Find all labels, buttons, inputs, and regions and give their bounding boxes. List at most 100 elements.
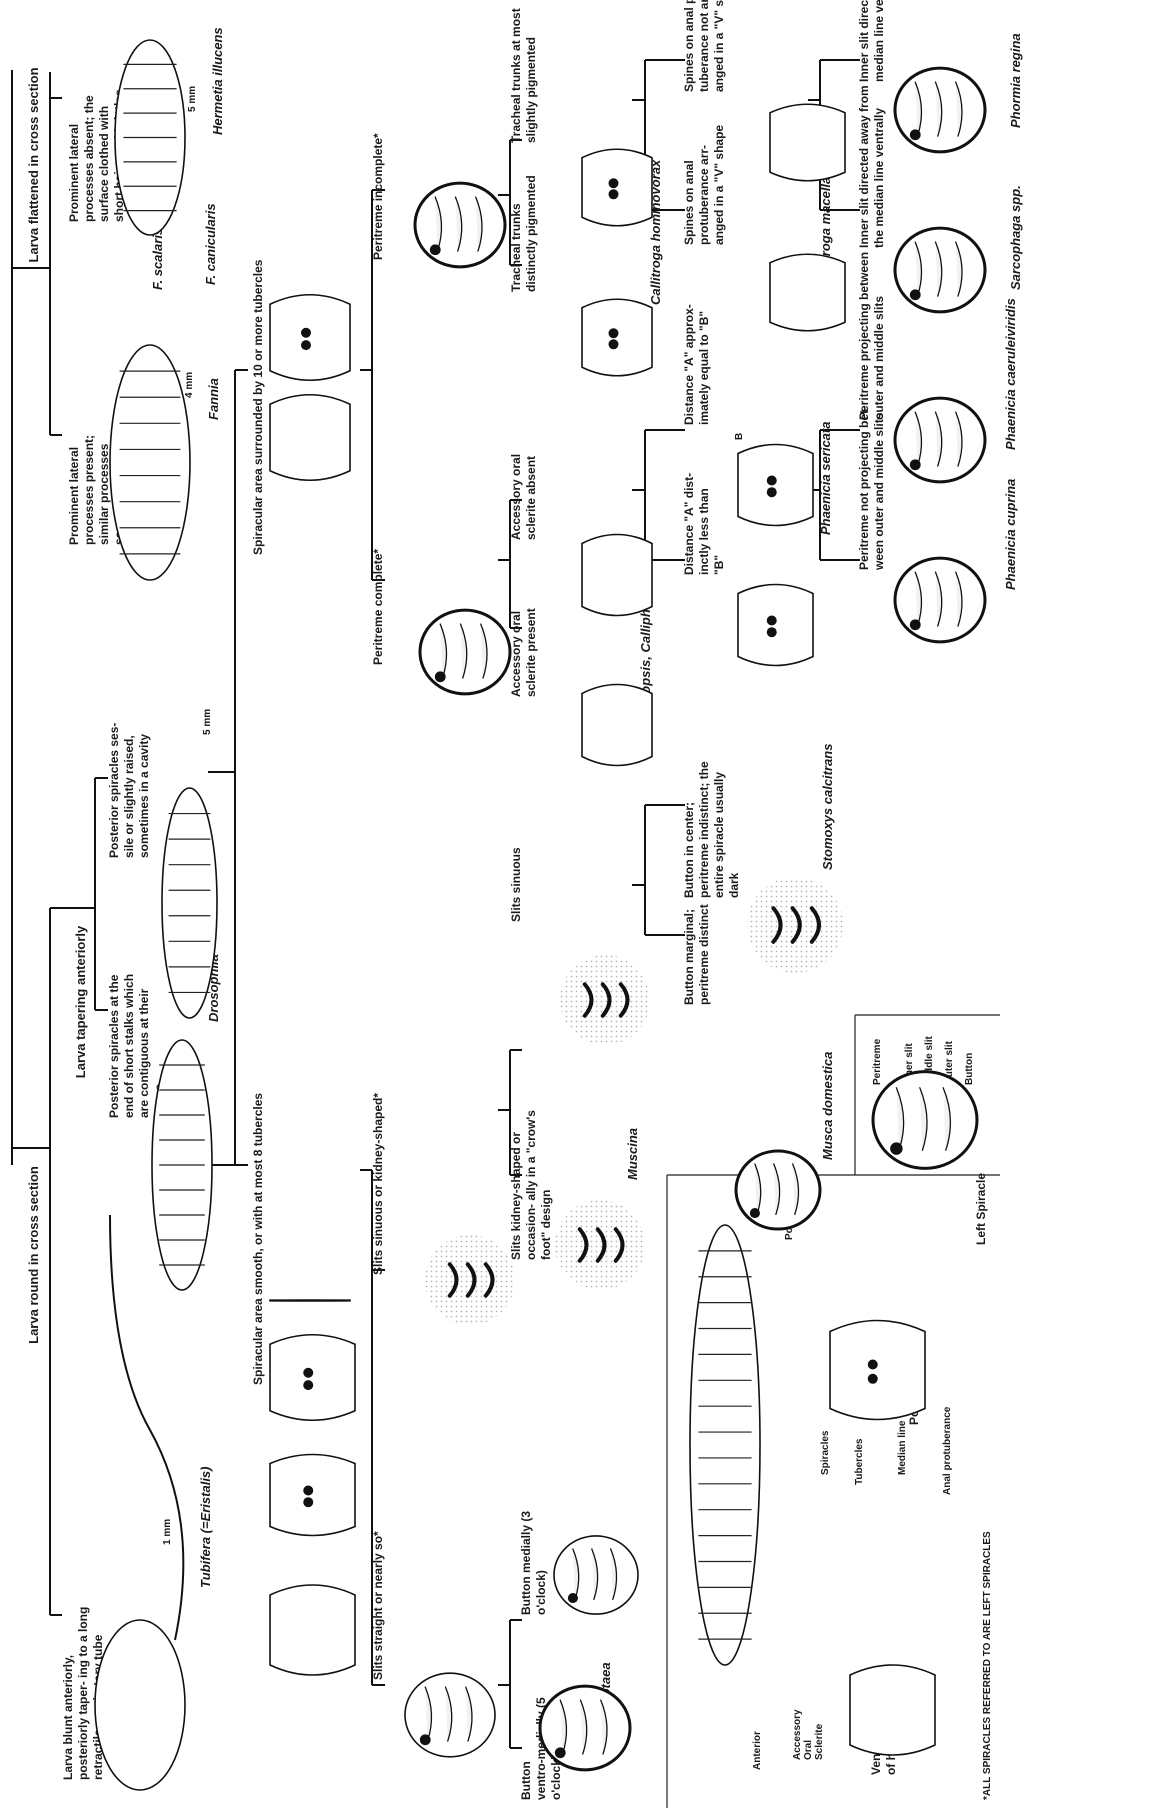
inset-button: Button <box>964 1053 975 1085</box>
label-spines-notv: Spines on anal pro-tuberance not arr-ang… <box>682 0 726 92</box>
inset-peritreme: Peritreme <box>872 1038 883 1085</box>
spiracle-slits-sinuous <box>560 955 650 1045</box>
spiracle-p-cuprina <box>895 558 985 642</box>
taxon-p-sericata: Phaenicia sericata <box>818 422 833 535</box>
spiracle-stomoxys <box>747 877 843 973</box>
taxon-f-scalaris-text: F. scalaris <box>150 228 165 290</box>
spiracle-straight <box>405 1673 495 1757</box>
taxon-stomoxys-text: Stomoxys calcitrans <box>820 744 835 870</box>
label-smooth-text: Spiracular area smooth, or with at most … <box>251 1093 265 1385</box>
taxon-tubifera: Tubifera (=Eristalis) <box>198 1467 213 1589</box>
label-incomplete: Peritreme incomplete* <box>371 133 385 260</box>
drosophila-larva-drawing <box>152 1040 212 1290</box>
label-acc-present: Accessory oralsclerite present <box>509 608 538 697</box>
spiracle-sarcophaga <box>895 228 985 312</box>
taxon-p-caeruleiviridis-text: Phaenicia caeruleiviridis <box>1003 298 1018 450</box>
taxon-muscina: Muscina <box>625 1128 640 1180</box>
label-dist-equal: Distance "A" approx-imately equal to "B" <box>682 304 711 425</box>
label-slits-kidney: Slits kidney-shaped oroccasion- ally in … <box>509 1110 553 1260</box>
label-slits-kidney-text: Slits kidney-shaped oroccasion- ally in … <box>509 1110 553 1260</box>
label-inner-away-text: Inner slit directed away fromthe median … <box>857 85 886 248</box>
label-button-marginal: Button marginal;peritreme distinct <box>682 904 711 1005</box>
spiracle-p-caeruleiviridis <box>895 398 985 482</box>
label-dist-less-text: Distance "A" dist-inctly less than"B" <box>682 473 726 575</box>
letter-b2: B <box>734 433 745 440</box>
label-button-center-text: Button in center;peritreme indistinct; t… <box>682 761 741 898</box>
taxon-sarcophaga-text: Sarcophaga spp. <box>1008 185 1023 290</box>
taxon-fannia-text: Fannia <box>206 378 221 420</box>
taxon-p-sericata-text: Phaenicia sericata <box>818 422 833 535</box>
label-peri-proj-text: Peritreme projecting betweenouter and mi… <box>857 252 886 420</box>
taxon-f-canicularis: F. canicularis <box>203 203 218 285</box>
head-trach-slight <box>582 149 652 226</box>
taxon-phormia-text: Phormia regina <box>1008 33 1023 128</box>
taxon-muscina-text: Muscina <box>625 1128 640 1180</box>
label-slits-sinuous-text: Slits sinuous <box>509 847 523 922</box>
spiracle-ophyra <box>554 1536 638 1614</box>
label-sinuous-kidney: Slits sinuous or kidney-shaped* <box>371 1093 385 1275</box>
taxon-stomoxys: Stomoxys calcitrans <box>820 744 835 870</box>
spiracle-musca <box>736 1151 820 1229</box>
label-tapering-text: Larva tapering anteriorly <box>73 925 88 1078</box>
spiracle-muscina <box>555 1200 645 1290</box>
letter-b2-text: B <box>734 433 745 440</box>
label-round: Larva round in cross section <box>26 1166 41 1344</box>
label-tubercles-text: Spiracular area surrounded by 10 or more… <box>251 259 265 555</box>
inset-anal: Anal protuberance <box>942 1406 953 1495</box>
label-sinuous-kidney-text: Slits sinuous or kidney-shaped* <box>371 1093 385 1275</box>
label-tubercles: Spiracular area surrounded by 10 or more… <box>251 259 265 555</box>
inset-posterior-head <box>830 1321 925 1420</box>
label-straight-text: Slits straight or nearly so* <box>371 1531 385 1680</box>
tubifera-larva-drawing <box>95 1215 185 1790</box>
inset-median-text: Median line <box>897 1420 908 1475</box>
label-smooth: Spiracular area smooth, or with at most … <box>251 1093 265 1385</box>
spiracle-incomplete <box>415 183 505 267</box>
label-acc-absent-text: Accessory oralsclerite absent <box>509 454 538 540</box>
inset-left-spiracle: Left Spiracle <box>974 1173 988 1245</box>
tubercle-head-2 <box>270 395 350 481</box>
label-complete: Peritreme complete* <box>371 549 385 665</box>
scale-tapering: 5 mm <box>202 709 213 735</box>
spiracle-sinuous-kidney <box>425 1235 515 1325</box>
taxon-p-cuprina: Phaenicia cuprina <box>1003 479 1018 590</box>
smooth-head-2 <box>270 1455 355 1536</box>
inset-button-text: Button <box>964 1053 975 1085</box>
taxon-p-cuprina-text: Phaenicia cuprina <box>1003 479 1018 590</box>
label-sessile: Posterior spiracles ses-sile or slightly… <box>107 723 151 858</box>
taxon-fannia: Fannia <box>206 378 221 420</box>
taxon-tubifera-text: Tubifera (=Eristalis) <box>198 1467 213 1589</box>
label-acc-present-text: Accessory oralsclerite present <box>509 608 538 697</box>
tubercle-head-3 <box>270 295 350 381</box>
head-dist-less <box>738 585 813 666</box>
label-peri-notproj: Peritreme not projecting bet-ween outer … <box>857 406 886 571</box>
label-sessile-text: Posterior spiracles ses-sile or slightly… <box>107 723 151 858</box>
taxon-p-caeruleiviridis: Phaenicia caeruleiviridis <box>1003 298 1018 450</box>
smooth-head-3 <box>270 1335 355 1421</box>
head-spines-notv <box>770 104 845 181</box>
label-trach-slight-text: Tracheal trunks at mostslightly pigmente… <box>509 8 538 143</box>
fannia-larva-drawing <box>110 345 190 580</box>
label-button-marginal-text: Button marginal;peritreme distinct <box>682 904 711 1005</box>
label-dist-less: Distance "A" dist-inctly less than"B" <box>682 473 726 575</box>
label-spines-v: Spines on analprotuberance arr-anged in … <box>682 125 726 245</box>
scale-hermetia: 5 mm <box>187 86 198 112</box>
taxon-musca: Musca domestica <box>820 1052 835 1160</box>
inset-peritreme-text: Peritreme <box>872 1038 883 1085</box>
label-spines-v-text: Spines on analprotuberance arr-anged in … <box>682 125 726 245</box>
label-acc-absent: Accessory oralsclerite absent <box>509 454 538 540</box>
taxon-hermetia: Hermetia illucens <box>210 27 225 135</box>
label-button-medially: Button medially (3o'clock) <box>519 1511 548 1615</box>
scale-fannia-text: 4 mm <box>184 372 195 398</box>
label-trach-pig-text: Tracheal trunksdistinctly pigmented <box>509 175 538 292</box>
label-straight: Slits straight or nearly so* <box>371 1531 385 1680</box>
label-inner-away: Inner slit directed away fromthe median … <box>857 85 886 248</box>
head-acc-absent <box>582 535 652 616</box>
scale-hermetia-text: 5 mm <box>187 86 198 112</box>
tubercle-head-1 <box>270 1300 350 1301</box>
taxon-phormia: Phormia regina <box>1008 33 1023 128</box>
inset-spiracles-text: Spiracles <box>820 1430 831 1475</box>
smooth-head-1 <box>270 1585 355 1675</box>
